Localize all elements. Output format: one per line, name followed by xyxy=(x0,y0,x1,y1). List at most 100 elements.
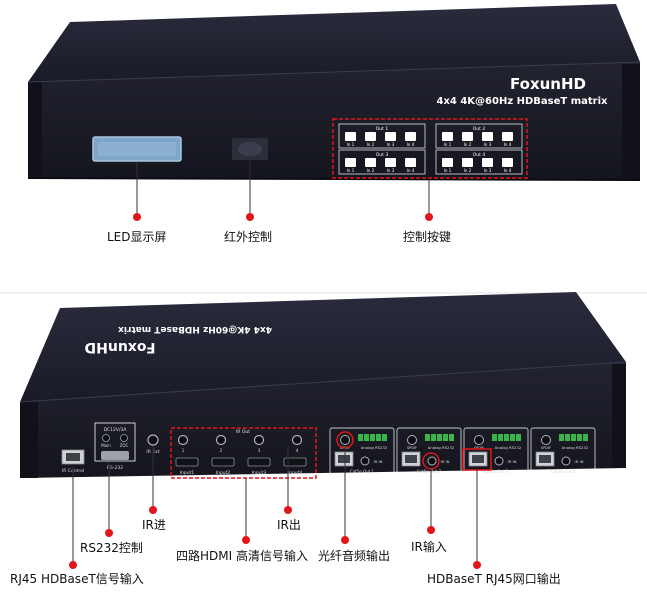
matrix-key-button[interactable] xyxy=(365,132,376,141)
hdmi-input-port xyxy=(283,457,307,467)
terminal-block xyxy=(376,434,381,441)
rear-top-face xyxy=(20,292,626,402)
analog-rs232-label: Analog RS232 xyxy=(361,445,388,450)
matrix-key-button[interactable] xyxy=(502,158,513,167)
power-rs232-block xyxy=(94,422,136,462)
matrix-key-label: In 3 xyxy=(484,142,492,147)
matrix-key-button[interactable] xyxy=(345,158,356,167)
terminal-block xyxy=(565,434,570,441)
matrix-key-label: In 4 xyxy=(504,168,512,173)
key-panel-outline xyxy=(332,118,528,179)
ir-in-jack xyxy=(427,456,437,466)
button-group-title: Out 1 xyxy=(376,126,389,132)
matrix-key-label: In 1 xyxy=(444,142,452,147)
callout-marker-keys xyxy=(425,213,433,221)
callout-marker-rj45 xyxy=(69,561,77,569)
spdif-port xyxy=(340,435,350,445)
cat-port-label: Cat5e Out 1 xyxy=(350,469,375,474)
matrix-key-label: In 1 xyxy=(347,168,355,173)
callout-rs232: RS232控制 xyxy=(80,541,143,555)
spdif-label: SPDIF xyxy=(541,446,551,450)
button-group-title: Out 4 xyxy=(473,152,486,158)
button-group-frame xyxy=(338,123,426,149)
callout-rj45-input: RJ45 HDBaseT信号输入 xyxy=(10,572,144,586)
ir-out-jack xyxy=(177,434,189,446)
matrix-key-label: In 3 xyxy=(387,142,395,147)
front-brand: FoxunHD xyxy=(510,75,586,93)
hdmi-input-label: Input4 xyxy=(288,470,303,476)
terminal-block xyxy=(370,434,375,441)
matrix-key-button[interactable] xyxy=(482,158,493,167)
matrix-key-button[interactable] xyxy=(462,132,473,141)
matrix-key-button[interactable] xyxy=(385,158,396,167)
ir-in-jack xyxy=(561,456,571,466)
matrix-key-button[interactable] xyxy=(442,132,453,141)
output-module-frame xyxy=(329,427,395,477)
spdif-port xyxy=(541,435,551,445)
matrix-key-button[interactable] xyxy=(385,132,396,141)
terminal-block xyxy=(437,434,442,441)
front-unit: FoxunHD 4x4 4K@60Hz HDBaseT matrix Out 1… xyxy=(27,4,641,221)
callout-control-keys: 控制按键 xyxy=(403,230,452,244)
callout-marker-ir xyxy=(246,213,254,221)
front-left-ear xyxy=(28,82,42,178)
matrix-key-button[interactable] xyxy=(442,158,453,167)
hdmi-input-label: Input2 xyxy=(216,470,231,476)
spdif-port xyxy=(474,435,484,445)
callout-optical-out: 光纤音频输出 xyxy=(318,549,391,563)
matrix-key-button[interactable] xyxy=(345,132,356,141)
terminal-block xyxy=(504,434,509,441)
ir-out-jack xyxy=(291,434,303,446)
power-jack xyxy=(102,434,110,442)
callout-marker-ir-out xyxy=(284,506,292,514)
cat-port-label: Cat5e Out 3 xyxy=(484,469,509,474)
ir-out-number: 3 xyxy=(258,448,261,453)
matrix-key-label: In 3 xyxy=(387,168,395,173)
front-model: 4x4 4K@60Hz HDBaseT matrix xyxy=(437,96,609,107)
rs232-label: RS-232 xyxy=(107,465,123,471)
button-group-frame xyxy=(435,149,523,175)
power-label: DC12V/3A xyxy=(104,427,128,433)
terminal-block xyxy=(516,434,521,441)
terminal-block xyxy=(431,434,436,441)
terminal-block xyxy=(425,434,430,441)
cat-port-label: Cat5e Out 2 xyxy=(417,469,442,474)
hdmi-input-label: Input3 xyxy=(252,470,267,476)
front-right-ear xyxy=(622,64,640,180)
matrix-key-button[interactable] xyxy=(405,158,416,167)
ir-out-jack xyxy=(253,434,265,446)
callout-marker-led xyxy=(133,213,141,221)
matrix-key-label: In 1 xyxy=(347,142,355,147)
ir-in-label: IR IN xyxy=(575,459,584,464)
hdmi-input-port xyxy=(211,457,235,467)
callout-marker-hdbaset-out xyxy=(473,561,481,569)
callout-hdbaset-output: HDBaseT RJ45网口输出 xyxy=(427,572,561,586)
ir-in-label: IR IN xyxy=(374,459,383,464)
matrix-key-label: In 3 xyxy=(484,168,492,173)
callout-ir-out: IR出 xyxy=(277,518,301,532)
callout-marker-rs232 xyxy=(105,529,113,537)
matrix-key-button[interactable] xyxy=(502,132,513,141)
matrix-key-label: In 2 xyxy=(367,142,375,147)
rs232-port xyxy=(101,451,129,460)
callout-ir-control: 红外控制 xyxy=(224,230,273,244)
callout-marker-optical xyxy=(341,536,349,544)
ir-in-label: IR IN xyxy=(441,459,450,464)
hdmi-input-port xyxy=(247,457,271,467)
terminal-block xyxy=(443,434,448,441)
callout-led-display: LED显示屏 xyxy=(107,230,167,244)
matrix-key-button[interactable] xyxy=(482,132,493,141)
matrix-key-button[interactable] xyxy=(462,158,473,167)
terminal-block xyxy=(577,434,582,441)
matrix-key-label: In 2 xyxy=(367,168,375,173)
callout-marker-hdmi xyxy=(242,536,250,544)
button-group-frame xyxy=(435,123,523,149)
terminal-block xyxy=(498,434,503,441)
button-group-frame xyxy=(338,149,426,175)
output-module-frame xyxy=(396,427,462,477)
matrix-key-button[interactable] xyxy=(365,158,376,167)
matrix-key-button[interactable] xyxy=(405,132,416,141)
matrix-key-label: In 2 xyxy=(464,142,472,147)
